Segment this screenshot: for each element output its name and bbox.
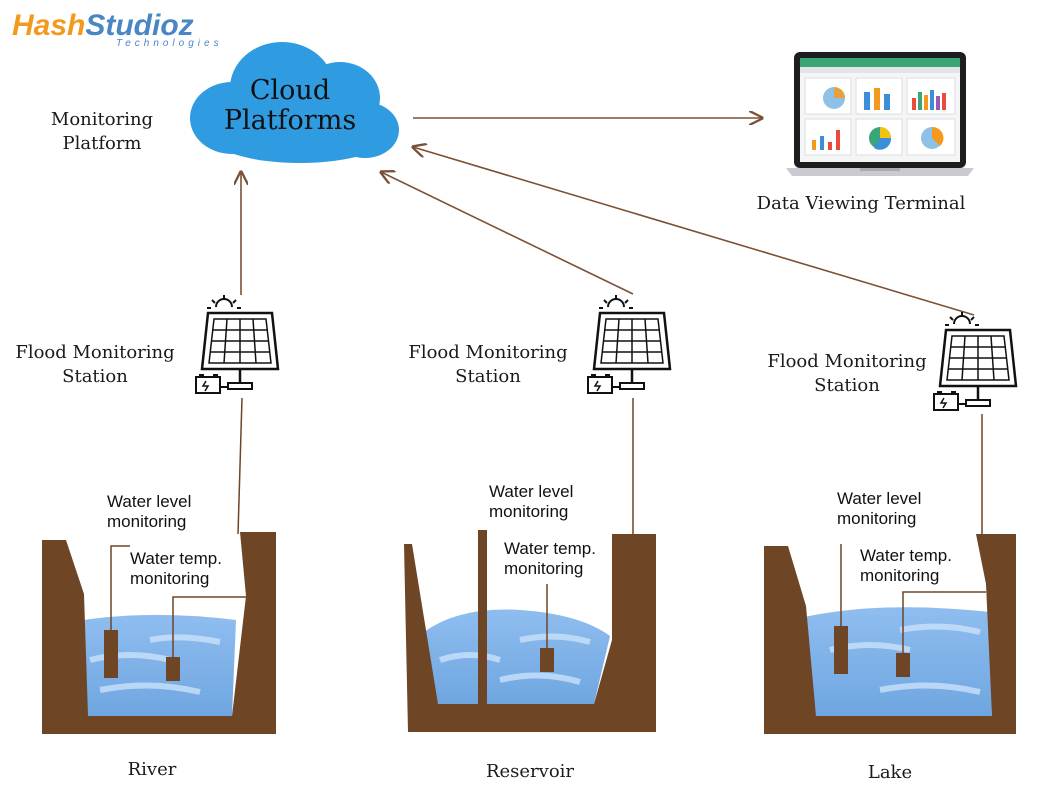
site-label-lake: Lake <box>867 762 913 783</box>
solar-panel-icon-lake <box>932 310 1018 412</box>
logo-brand-part2: Studioz <box>85 9 194 42</box>
water-level-label-reservoir: Water level monitoring <box>489 482 573 522</box>
monitoring-platform-label: Monitoring Platform <box>40 108 164 156</box>
solar-panel-icon-river <box>194 293 280 395</box>
lake-cross-section <box>764 414 1016 734</box>
water-temp-line1: Water temp. <box>130 549 222 568</box>
station-title-line1: Flood Monitoring <box>767 351 927 372</box>
water-level-line1: Water level <box>489 482 574 501</box>
water-level-line2: monitoring <box>837 509 917 528</box>
monitoring-platform-line1: Monitoring <box>50 109 154 130</box>
hashstudioz-logo: HashStudioz Technologies <box>12 10 223 50</box>
water-level-label-lake: Water level monitoring <box>837 489 921 529</box>
station-title-river: Flood Monitoring Station <box>10 341 180 389</box>
water-temp-line2: monitoring <box>130 569 210 588</box>
laptop-icon <box>786 52 974 176</box>
logo-brand-part1: Hash <box>12 9 86 42</box>
cloud-label-line1: Cloud <box>249 75 331 106</box>
monitoring-platform-line2: Platform <box>62 133 142 154</box>
logo-wordmark: HashStudioz <box>12 10 223 42</box>
logo-tagline: Technologies <box>116 38 223 49</box>
site-label-river: River <box>127 759 177 780</box>
station-title-line1: Flood Monitoring <box>408 342 568 363</box>
water-level-line1: Water level <box>837 489 922 508</box>
water-temp-label-lake: Water temp. monitoring <box>860 546 952 586</box>
water-temp-line2: monitoring <box>860 566 940 585</box>
water-temp-line1: Water temp. <box>860 546 952 565</box>
station-title-line2: Station <box>455 366 521 387</box>
water-level-line1: Water level <box>107 492 192 511</box>
water-level-line2: monitoring <box>107 512 187 531</box>
water-temp-label-river: Water temp. monitoring <box>130 549 222 589</box>
water-temp-label-reservoir: Water temp. monitoring <box>504 539 596 579</box>
site-label-reservoir: Reservoir <box>485 761 575 782</box>
arrow-lake-to-cloud <box>413 147 975 316</box>
station-title-reservoir: Flood Monitoring Station <box>403 341 573 389</box>
cloud-label-line2: Platforms <box>223 105 357 136</box>
water-level-label-river: Water level monitoring <box>107 492 191 532</box>
station-title-line2: Station <box>814 375 880 396</box>
water-temp-line1: Water temp. <box>504 539 596 558</box>
reservoir-cross-section <box>404 398 656 732</box>
river-cross-section <box>42 397 276 734</box>
data-viewing-terminal-label: Data Viewing Terminal <box>756 193 966 214</box>
arrow-reservoir-to-cloud <box>381 172 634 295</box>
cloud-platforms-label: Cloud Platforms <box>210 76 370 136</box>
cloud-icon <box>190 42 399 163</box>
station-title-line1: Flood Monitoring <box>15 342 175 363</box>
water-level-line2: monitoring <box>489 502 569 521</box>
solar-panel-icon-reservoir <box>586 293 672 395</box>
water-temp-line2: monitoring <box>504 559 584 578</box>
station-title-line2: Station <box>62 366 128 387</box>
station-title-lake: Flood Monitoring Station <box>762 350 932 398</box>
